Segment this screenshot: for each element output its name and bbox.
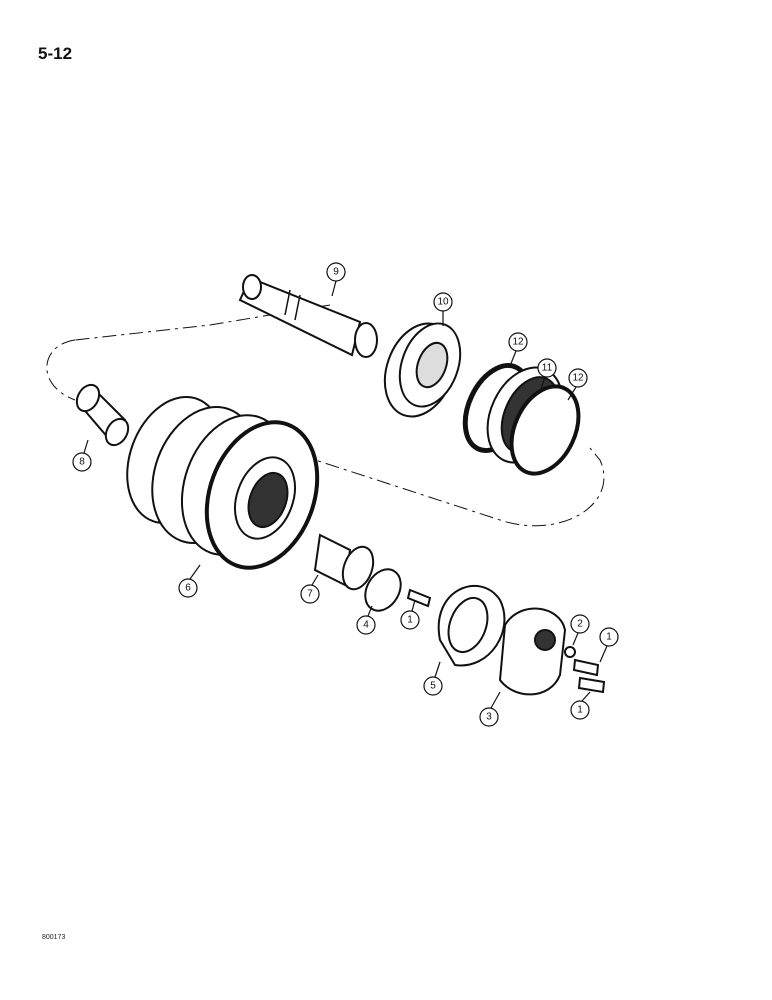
callout-1a: 1 (400, 599, 420, 630)
svg-text:2: 2 (577, 619, 583, 630)
callout-7: 7 (300, 574, 320, 604)
page-number: 5-12 (38, 44, 73, 63)
svg-text:7: 7 (307, 589, 313, 600)
seal-group (462, 363, 581, 476)
callout-1b: 1 (599, 627, 619, 663)
svg-text:9: 9 (333, 267, 339, 278)
shaft (238, 274, 378, 358)
callout-5: 5 (423, 661, 443, 696)
callout-8: 8 (72, 439, 92, 472)
bushing-7 (313, 533, 375, 591)
svg-text:1: 1 (407, 615, 413, 626)
svg-text:1: 1 (577, 705, 583, 716)
callout-3: 3 (479, 691, 501, 727)
callout-12b: 12 (567, 368, 588, 401)
lock-washer (564, 646, 576, 658)
callout-11: 11 (537, 358, 557, 393)
callout-2: 2 (570, 614, 590, 646)
end-cap (498, 607, 567, 696)
bolt (406, 588, 432, 608)
callout-6: 6 (178, 564, 201, 598)
svg-text:1: 1 (606, 632, 612, 643)
svg-text:10: 10 (437, 297, 449, 308)
callout-9: 9 (326, 262, 346, 297)
callout-10: 10 (433, 292, 453, 326)
svg-text:5: 5 (430, 681, 436, 692)
bushing-8 (75, 383, 130, 447)
bolt (572, 658, 600, 677)
roller (126, 396, 320, 570)
svg-text:3: 3 (486, 712, 492, 723)
svg-text:8: 8 (79, 457, 85, 468)
callout-12: 12 (508, 332, 528, 367)
svg-text:12: 12 (572, 373, 584, 384)
callout-4: 4 (356, 605, 376, 635)
svg-text:4: 4 (363, 620, 369, 631)
bolt (577, 676, 606, 694)
figure-code: 800173 (42, 934, 66, 941)
gasket (437, 584, 506, 667)
bearing (383, 322, 462, 418)
callout-1c: 1 (570, 691, 591, 720)
washer (364, 568, 402, 612)
svg-text:6: 6 (185, 583, 191, 594)
svg-text:12: 12 (512, 337, 524, 348)
svg-text:11: 11 (542, 363, 553, 374)
